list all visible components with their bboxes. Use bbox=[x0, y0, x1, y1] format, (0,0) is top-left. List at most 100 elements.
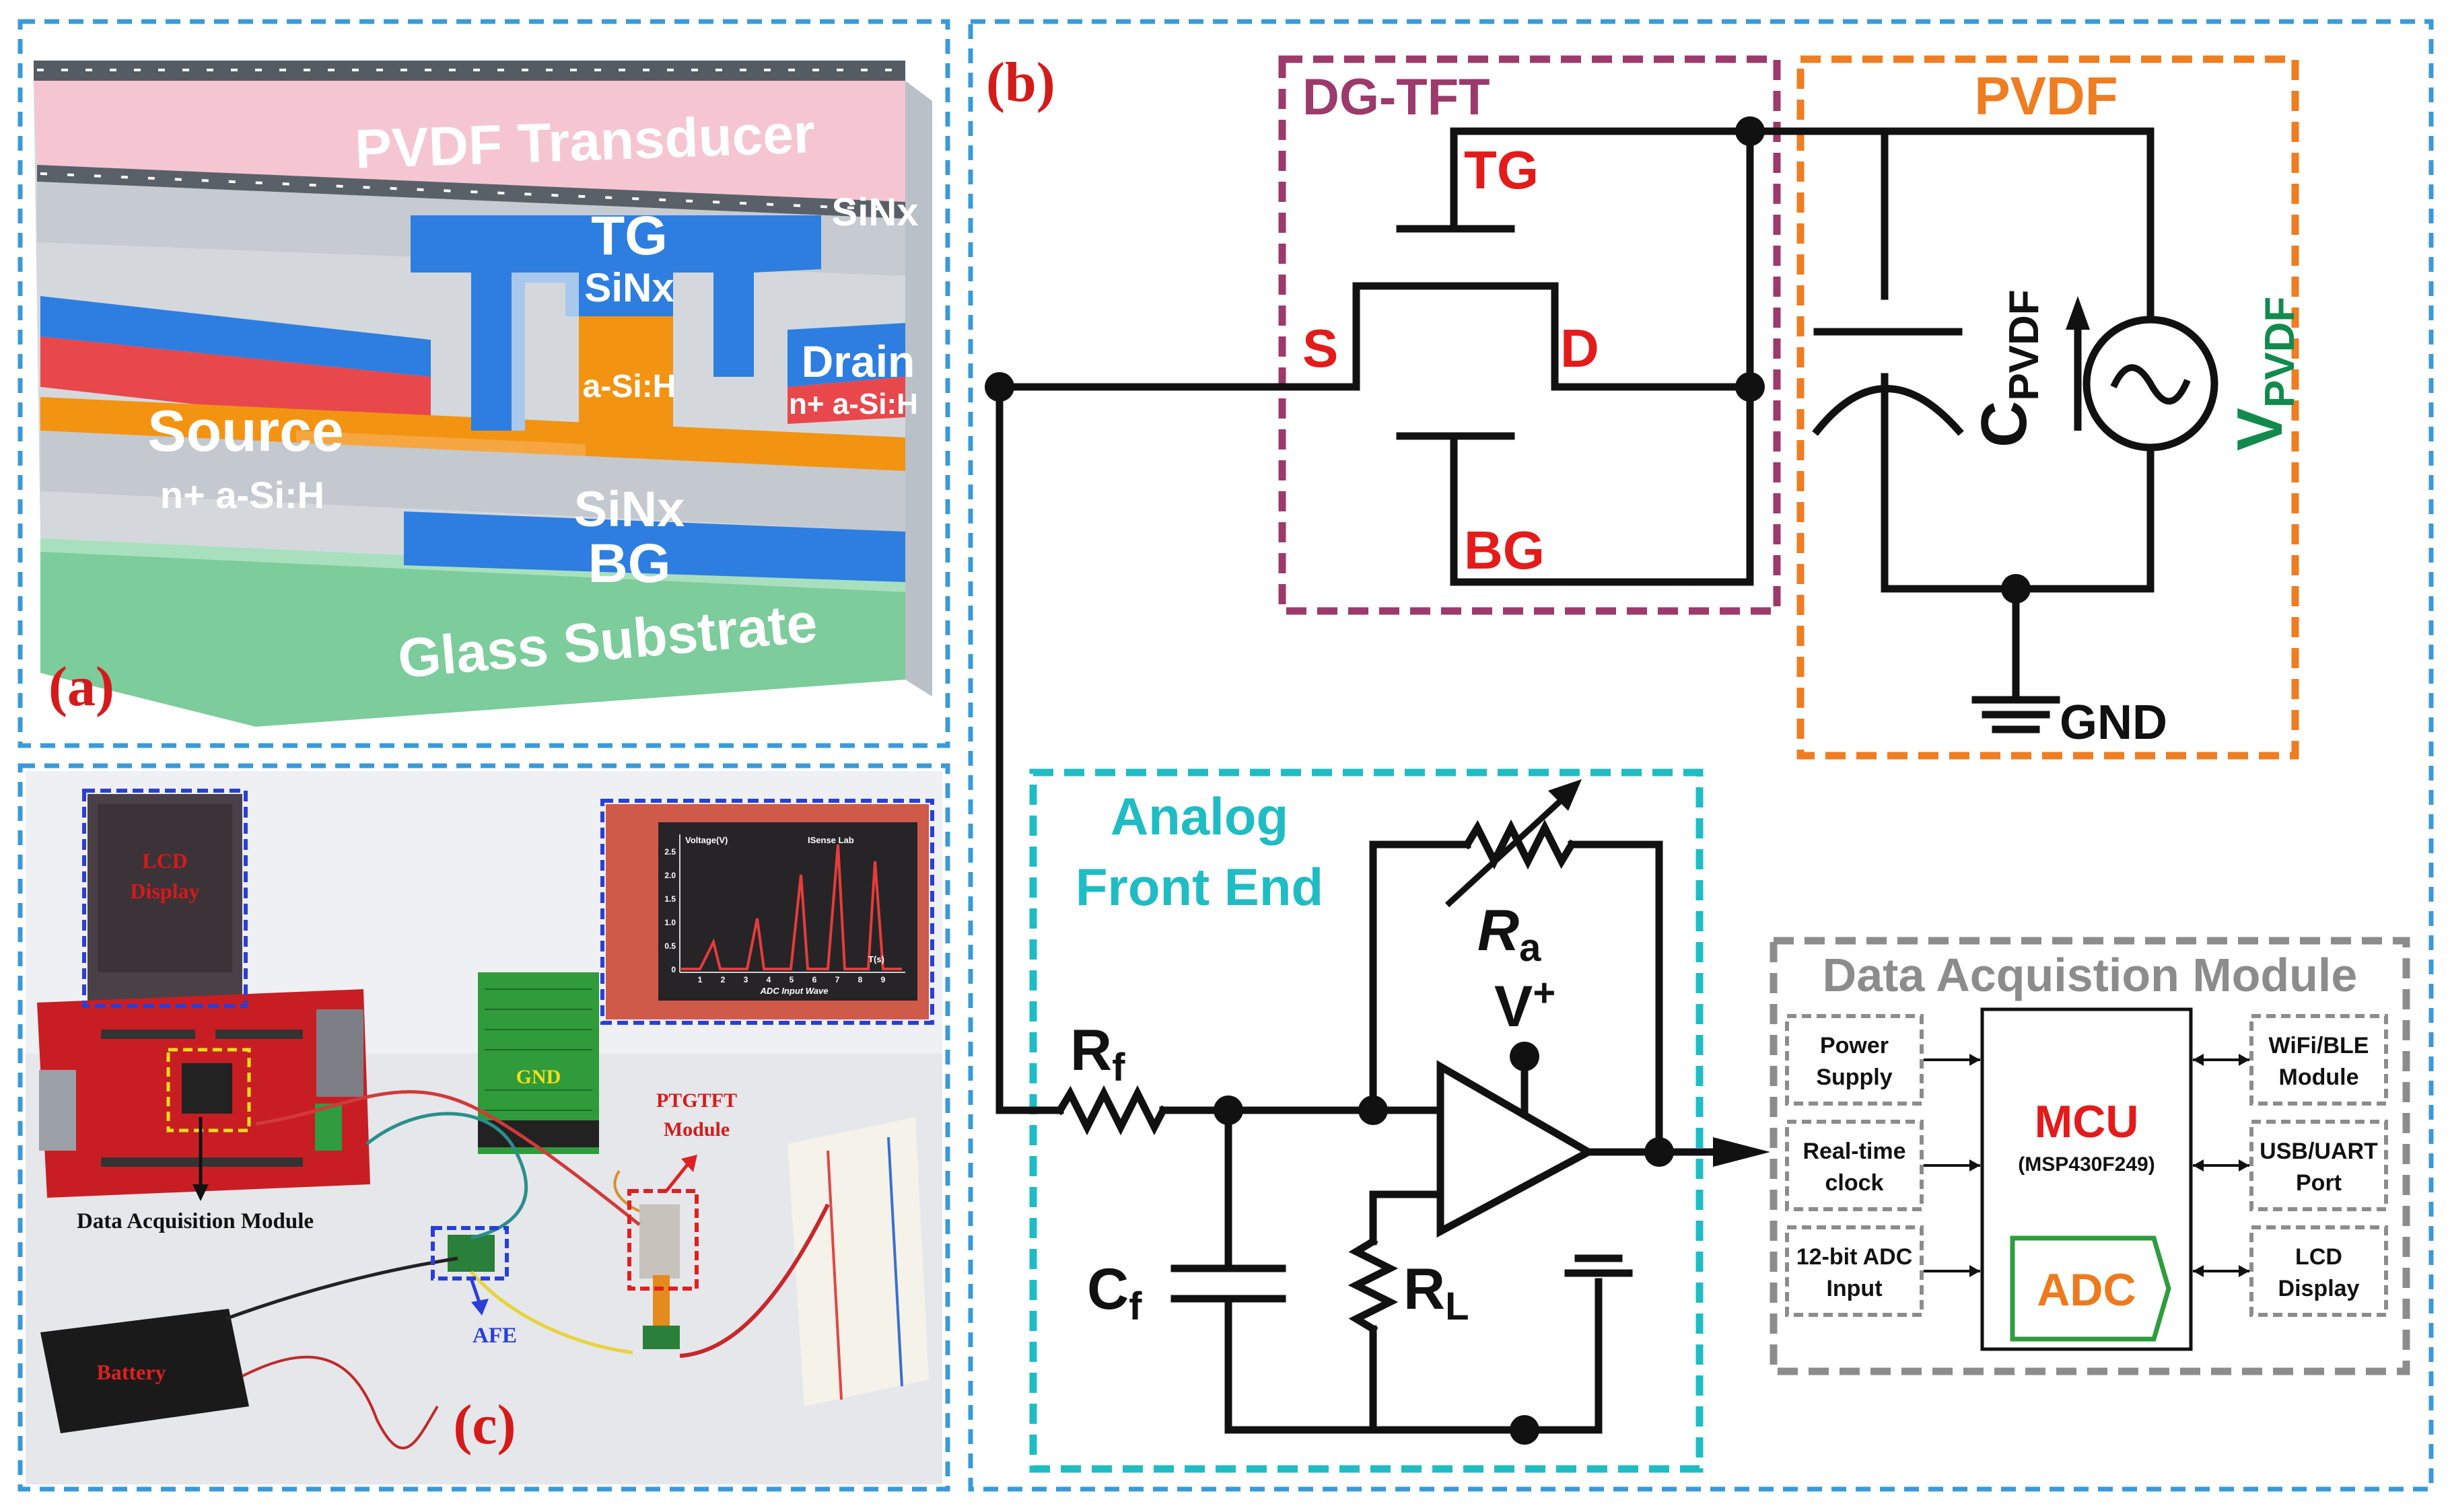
daq-right-block bbox=[2249, 1225, 2388, 1317]
daq-left-block-line2: Input bbox=[1826, 1276, 1882, 1301]
screen-y-tick: 0 bbox=[671, 965, 676, 974]
breadboard-photo bbox=[788, 1117, 929, 1406]
daq-right-block-line2: Display bbox=[2278, 1276, 2360, 1301]
daq-title: Data Acquistion Module bbox=[1823, 949, 2358, 1001]
screen-x-tick: 3 bbox=[744, 975, 748, 984]
ptgtft-line2: Module bbox=[664, 1118, 730, 1141]
daq-left-block bbox=[1785, 1120, 1924, 1211]
screen-x-tick: 9 bbox=[881, 975, 886, 984]
top-sinx-label: SiNx bbox=[832, 190, 919, 234]
daq-right-block bbox=[2249, 1120, 2388, 1211]
ra-variable-arrow bbox=[1444, 788, 1574, 908]
screen-y-tick: 1.5 bbox=[664, 894, 676, 904]
vplus-label: V+ bbox=[1494, 971, 1555, 1039]
daq-right-block-arrowhead bbox=[2193, 1265, 2204, 1277]
asi-layer bbox=[40, 397, 905, 471]
battery-photo-label: Battery bbox=[96, 1360, 166, 1384]
screen-caption: ADC Input Wave bbox=[760, 986, 829, 996]
bottom-sinx-label: SiNx bbox=[574, 481, 685, 537]
afe-title-line2: Front End bbox=[1076, 857, 1323, 916]
cf-label: Cf bbox=[1087, 1257, 1142, 1328]
panel-a-device bbox=[34, 61, 932, 727]
daq-left-block-line1: Power bbox=[1820, 1033, 1889, 1058]
mcu-part-label: (MSP430F249) bbox=[2018, 1153, 2155, 1176]
panel-c-label: (c) bbox=[453, 1394, 516, 1456]
source-doping-label: n+ a-Si:H bbox=[160, 474, 324, 516]
afe-photo-label: AFE bbox=[473, 1324, 517, 1348]
daq-right-block-line1: USB/UART bbox=[2260, 1139, 2378, 1164]
mcu-label: MCU bbox=[2035, 1096, 2139, 1147]
dgtft-s-label: S bbox=[1302, 318, 1338, 378]
daq-right-block-arrowhead bbox=[2239, 1159, 2249, 1172]
rf-label: Rf bbox=[1070, 1018, 1125, 1089]
panel-c-labels: LCD Display GND PTGTFT Module Data Acqui… bbox=[77, 849, 737, 1456]
c-pvdf-label: CPVDF bbox=[1968, 289, 2048, 447]
screen-ylabel: Voltage(V) bbox=[685, 835, 728, 845]
gnd-label: GND bbox=[2060, 696, 2167, 750]
screen-x-tick: 7 bbox=[835, 975, 840, 984]
drain-doping-label: n+ a-Si:H bbox=[789, 388, 918, 421]
screen-brand: ISense Lab bbox=[808, 835, 854, 845]
pvdf-box bbox=[1796, 55, 2299, 760]
bg-label: BG bbox=[588, 533, 671, 594]
daq-right-block-line2: Module bbox=[2279, 1065, 2359, 1090]
daq-left-block-line2: clock bbox=[1825, 1170, 1884, 1196]
daq-left-block-arrowhead bbox=[1969, 1159, 1980, 1172]
screen-x-tick: 6 bbox=[812, 975, 817, 984]
daq-right-block bbox=[2249, 1014, 2388, 1106]
daq-left-block-line1: 12-bit ADC bbox=[1796, 1244, 1913, 1270]
afe-title-line1: Analog bbox=[1111, 787, 1288, 846]
v-pvdf-label: VPVDF bbox=[2224, 297, 2303, 451]
screen-x-tick: 4 bbox=[767, 975, 771, 984]
gate-sinx-label: SiNx bbox=[584, 265, 674, 310]
daq-right-block-arrowhead bbox=[2239, 1054, 2249, 1066]
adc-block bbox=[2010, 1235, 2171, 1342]
source-n-plus-layer bbox=[40, 336, 431, 431]
dgtft-d-label: D bbox=[1560, 318, 1599, 378]
lcd-line2: Display bbox=[130, 879, 199, 903]
source-electrode bbox=[40, 296, 431, 377]
ra-label: Ra bbox=[1477, 898, 1541, 970]
screen-x-tick: 2 bbox=[721, 975, 726, 984]
dgtft-tg-label: TG bbox=[1464, 140, 1539, 200]
daq-left-block-line2: Supply bbox=[1816, 1065, 1892, 1090]
panel-b-label: (b) bbox=[986, 51, 1055, 114]
screen-x-tick: 1 bbox=[698, 975, 703, 984]
screen-xlabel: T(s) bbox=[868, 954, 884, 964]
panel-b-frame bbox=[968, 19, 2434, 1492]
daq-photo-label: Data Acquisition Module bbox=[77, 1209, 314, 1233]
screen-x-tick: 8 bbox=[858, 975, 863, 984]
screen-y-tick: 0.5 bbox=[664, 941, 676, 951]
screen-y-tick: 2.0 bbox=[664, 871, 676, 880]
bg-electrode bbox=[404, 511, 905, 582]
daq-left-block bbox=[1785, 1014, 1924, 1106]
tg-electrode bbox=[411, 215, 821, 431]
panel-a-label: (a) bbox=[48, 655, 114, 718]
daq-left-block-arrowhead bbox=[1969, 1265, 1980, 1277]
screen-y-tick: 2.5 bbox=[664, 847, 676, 857]
op-amp-symbol bbox=[1436, 1060, 1597, 1238]
output-arrowhead bbox=[1713, 1137, 1770, 1167]
glass-substrate-layer bbox=[40, 538, 905, 727]
ptgtft-module-photo bbox=[639, 1204, 680, 1279]
ptgtft-line1: PTGTFT bbox=[656, 1089, 737, 1112]
asi-label: a-Si:H bbox=[583, 369, 676, 404]
pvdf-voltage-source bbox=[2082, 316, 2218, 452]
drain-electrode bbox=[788, 323, 905, 387]
screen-y-tick: 1.0 bbox=[664, 918, 676, 927]
daq-left-block-arrowhead bbox=[1969, 1054, 1980, 1066]
screen-chart bbox=[679, 834, 905, 973]
afe-module-photo bbox=[448, 1235, 495, 1272]
tg-label: TG bbox=[591, 205, 668, 266]
rl-label: RL bbox=[1403, 1257, 1469, 1328]
drain-label: Drain bbox=[802, 336, 915, 386]
ra-arrowhead bbox=[1548, 779, 1582, 811]
screen-y-ticks: 2.5 2.0 1.5 1.0 0.5 0 bbox=[664, 847, 676, 974]
lcd-line1: LCD bbox=[142, 849, 188, 873]
daq-right-block-arrowhead bbox=[2239, 1265, 2249, 1277]
gnd-photo-label: GND bbox=[516, 1066, 561, 1088]
battery-photo bbox=[40, 1309, 249, 1433]
